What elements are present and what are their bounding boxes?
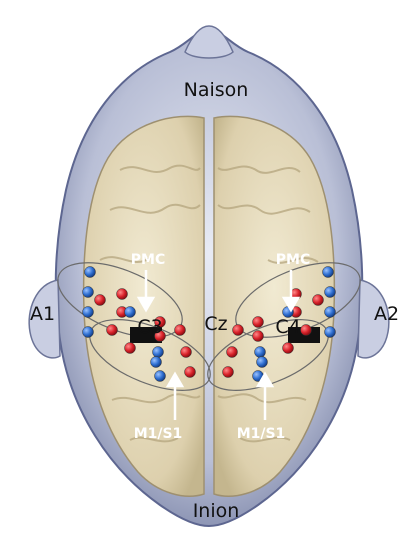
right-source-optode [313, 295, 324, 306]
right-detector-optode [255, 347, 266, 358]
left-source-optode [117, 289, 128, 300]
right-source-optode [233, 325, 244, 336]
c4-label: C4 [275, 316, 300, 338]
left-source-optode [175, 325, 186, 336]
right-detector-optode [325, 327, 336, 338]
right-source-optode [253, 317, 264, 328]
right-detector-optode [325, 307, 336, 318]
left-detector-optode [155, 371, 166, 382]
nasion-label: Naison [184, 79, 249, 101]
left-detector-optode [125, 307, 136, 318]
a1-label: A1 [30, 303, 55, 325]
right-source-optode [253, 331, 264, 342]
right-detector-optode [323, 267, 334, 278]
c3-label: C3 [137, 316, 162, 338]
pmc-left-label: PMC [131, 252, 165, 268]
cz-label: Cz [204, 313, 227, 335]
right-source-optode [301, 325, 312, 336]
m1s1-right-label: M1/S1 [237, 426, 286, 442]
nose-shape [185, 26, 233, 58]
right-source-optode [283, 343, 294, 354]
left-source-optode [185, 367, 196, 378]
left-detector-optode [83, 287, 94, 298]
left-source-optode [125, 343, 136, 354]
left-detector-optode [83, 307, 94, 318]
right-source-optode [227, 347, 238, 358]
left-source-optode [95, 295, 106, 306]
right-detector-optode [325, 287, 336, 298]
inion-label: Inion [193, 500, 240, 522]
left-detector-optode [85, 267, 96, 278]
left-source-optode [181, 347, 192, 358]
m1s1-left-label: M1/S1 [134, 426, 183, 442]
left-detector-optode [151, 357, 162, 368]
right-source-optode [223, 367, 234, 378]
left-detector-optode [153, 347, 164, 358]
left-detector-optode [83, 327, 94, 338]
a2-label: A2 [374, 303, 399, 325]
left-source-optode [107, 325, 118, 336]
pmc-right-label: PMC [276, 252, 310, 268]
right-detector-optode [257, 357, 268, 368]
